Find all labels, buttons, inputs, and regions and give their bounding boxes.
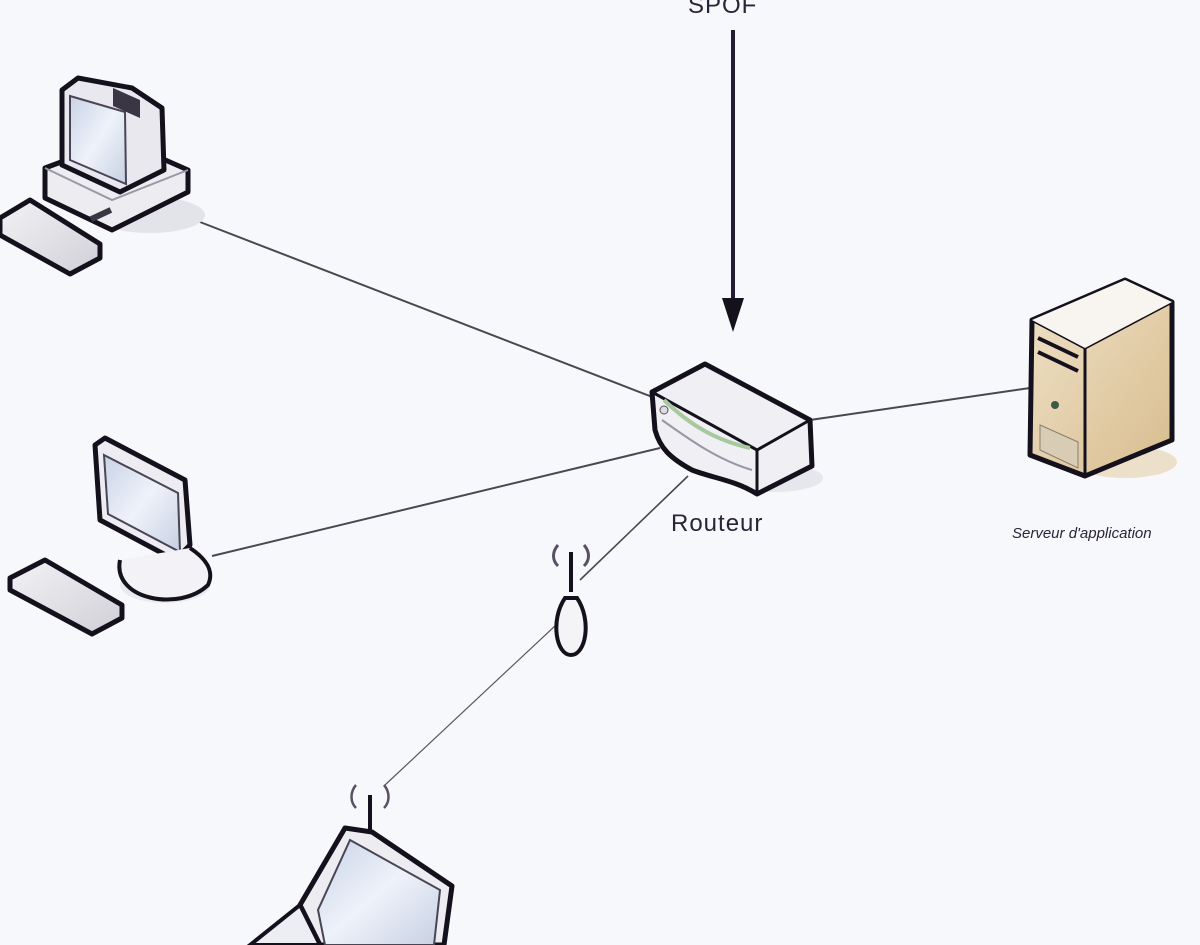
link-router-access-point <box>579 475 689 581</box>
connections <box>199 221 1031 786</box>
laptop-icon <box>246 784 455 945</box>
spof-label: SPOF <box>688 0 758 19</box>
link-wireless-access-point-laptop <box>384 624 557 786</box>
router-icon <box>649 361 823 497</box>
link-router-server <box>809 387 1031 421</box>
spof-arrow <box>722 30 744 332</box>
router-label: Routeur <box>671 510 764 537</box>
server-label: Serveur d'application <box>1012 525 1152 542</box>
link-desktop-lcd-router <box>211 447 661 557</box>
desktop-computer-icon <box>0 75 205 277</box>
lcd-monitor-icon <box>7 435 213 637</box>
wireless-antenna-icon <box>552 544 590 658</box>
server-tower-icon <box>1027 277 1177 479</box>
link-desktop-crt-router <box>199 221 656 399</box>
